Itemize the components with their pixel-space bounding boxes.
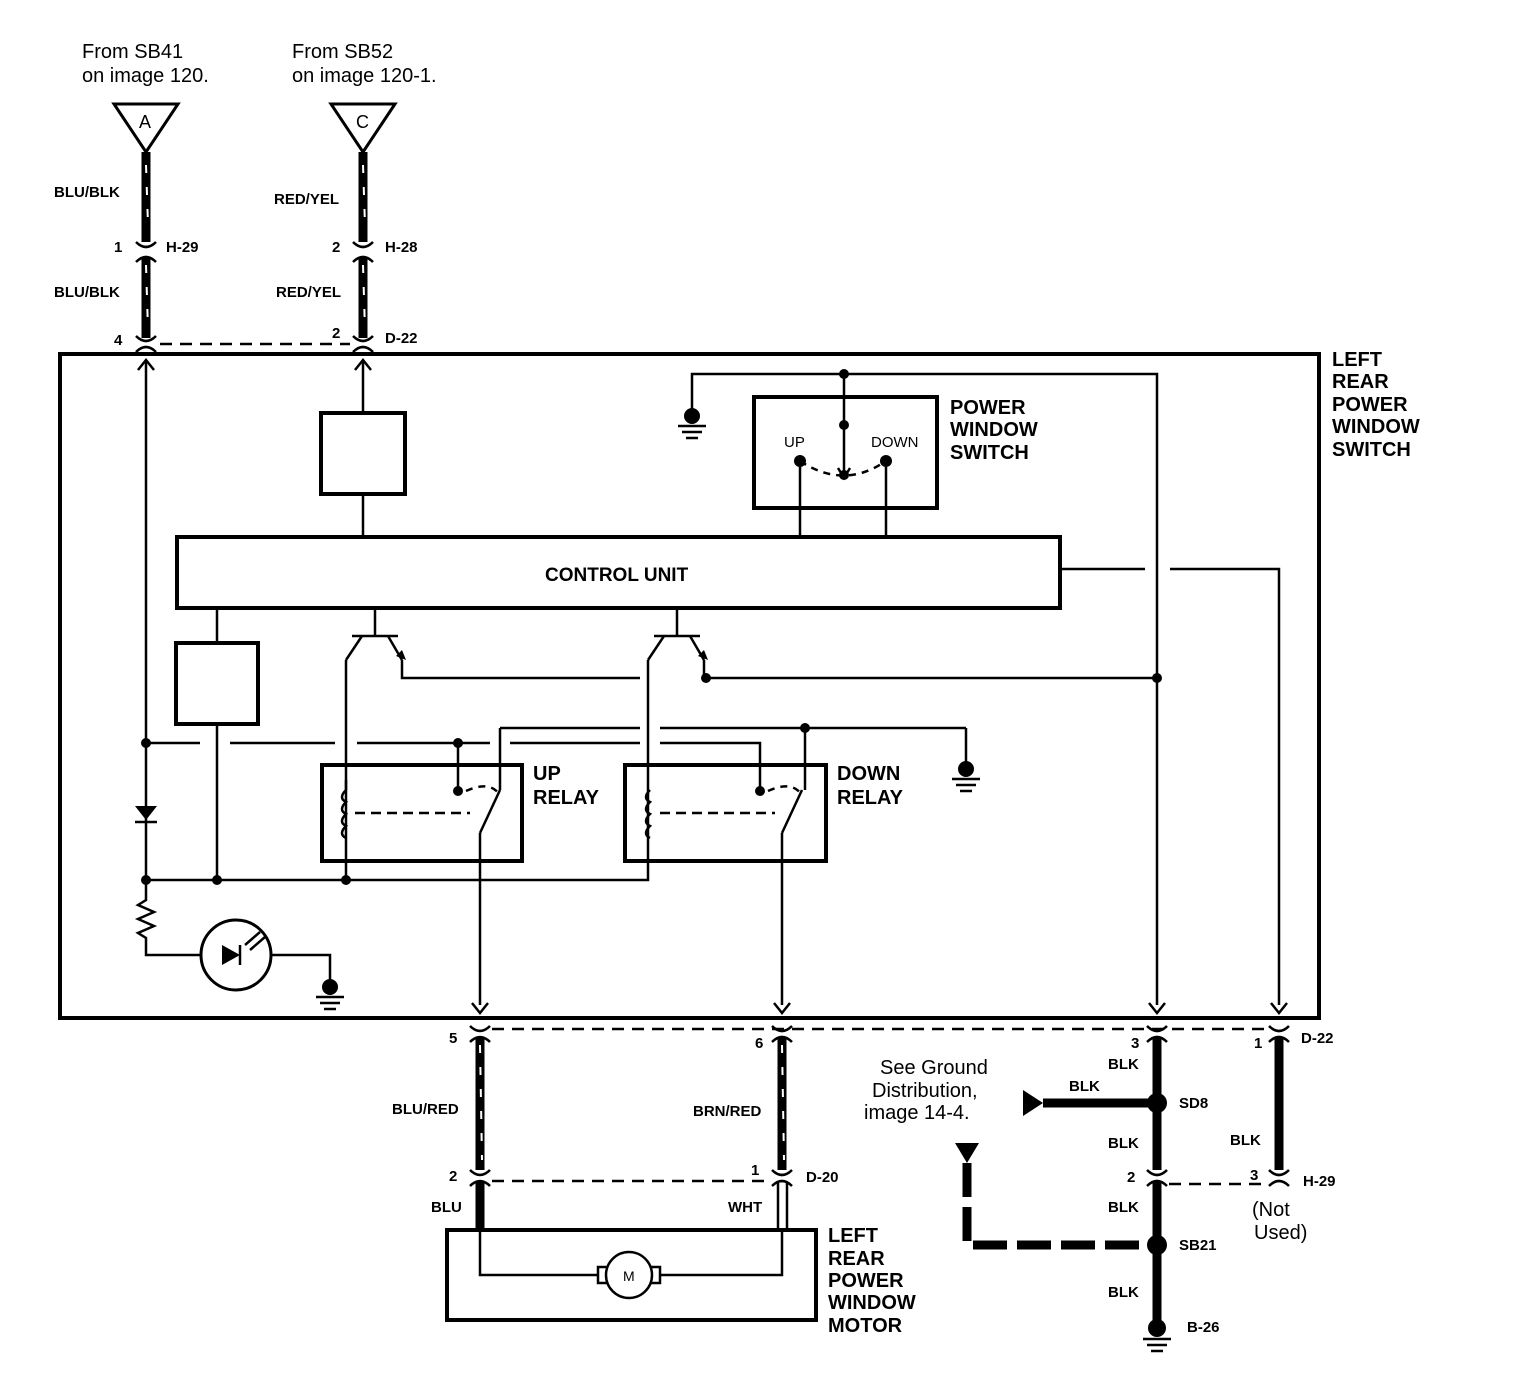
pin-d20-1: 1 — [751, 1162, 759, 1179]
pin-d22-6: 6 — [755, 1035, 763, 1052]
source-a: From SB41 on image 120. A — [82, 41, 209, 155]
svg-text:RELAY: RELAY — [533, 787, 600, 809]
svg-text:SWITCH: SWITCH — [1332, 439, 1411, 461]
pin-d22-1: 1 — [1254, 1035, 1262, 1052]
down-relay-label: DOWN RELAY — [837, 763, 904, 809]
power-window-switch-label: POWER WINDOW SWITCH — [950, 397, 1038, 464]
svg-text:Used): Used) — [1254, 1222, 1307, 1244]
up-relay — [320, 763, 524, 863]
switch-assembly-box — [58, 352, 1321, 1020]
up-relay-label: UP RELAY — [533, 763, 600, 809]
source-c-line1: From SB52 — [292, 41, 393, 63]
ground-b26: B-26 — [1187, 1319, 1220, 1336]
svg-text:REAR: REAR — [828, 1248, 885, 1270]
svg-text:See Ground: See Ground — [880, 1057, 988, 1079]
wire-label-c-upper: RED/YEL — [274, 191, 339, 208]
ground-reference-note: See Ground Distribution, image 14-4. — [864, 1057, 988, 1124]
svg-text:WINDOW: WINDOW — [1332, 416, 1420, 438]
svg-text:MOTOR: MOTOR — [828, 1315, 903, 1337]
pin-d22-5: 5 — [449, 1030, 457, 1047]
ground-wiring — [955, 1025, 1290, 1353]
source-c: From SB52 on image 120-1. C — [292, 41, 437, 155]
pin-h29-a: 1 — [114, 239, 122, 256]
svg-text:RELAY: RELAY — [837, 787, 904, 809]
svg-text:REAR: REAR — [1332, 371, 1389, 393]
connector-h29-bottom: H-29 — [1303, 1173, 1336, 1190]
pin-d22-3: 3 — [1131, 1035, 1139, 1052]
not-used-note: (Not Used) — [1252, 1199, 1307, 1244]
wire-label-gnd-mid: BLK — [1108, 1135, 1139, 1152]
connector-d22-bottom: D-22 — [1301, 1030, 1334, 1047]
pin-d22-c: 2 — [332, 325, 340, 342]
pin-d20-2: 2 — [449, 1168, 457, 1185]
pin-h29-b3: 3 — [1250, 1167, 1258, 1184]
switch-down-label: DOWN — [871, 434, 919, 451]
svg-text:DOWN: DOWN — [837, 763, 900, 785]
wire-label-motor-left: BLU/RED — [392, 1101, 459, 1118]
source-a-line2: on image 120. — [82, 65, 209, 87]
svg-text:WINDOW: WINDOW — [950, 419, 1038, 441]
svg-text:LEFT: LEFT — [1332, 349, 1382, 371]
svg-text:UP: UP — [533, 763, 561, 785]
svg-text:POWER: POWER — [828, 1270, 904, 1292]
pin-h29-b2: 2 — [1127, 1169, 1135, 1186]
wire-label-motor-right-short: WHT — [728, 1199, 762, 1216]
backlight-module-box — [174, 641, 260, 726]
wire-label-motor-left-short: BLU — [431, 1199, 462, 1216]
switch-up-label: UP — [784, 434, 805, 451]
source-a-line1: From SB41 — [82, 41, 183, 63]
internal-wiring — [134, 357, 1288, 1016]
wire-label-gnd-top: BLK — [1108, 1056, 1139, 1073]
motor-wiring — [445, 1025, 818, 1322]
motor-label: LEFT REAR POWER WINDOW MOTOR — [828, 1225, 916, 1337]
motor-symbol: M — [623, 1268, 635, 1284]
down-relay — [623, 763, 828, 863]
motor-box — [445, 1228, 818, 1322]
connector-h28: H-28 — [385, 239, 418, 256]
svg-text:Distribution,: Distribution, — [872, 1080, 978, 1102]
control-unit-label: CONTROL UNIT — [545, 565, 689, 586]
wire-a — [135, 152, 157, 353]
svg-text:LEFT: LEFT — [828, 1225, 878, 1247]
wire-label-c-lower: RED/YEL — [276, 284, 341, 301]
wire-label-a-lower: BLU/BLK — [54, 284, 120, 301]
pin-h28-c: 2 — [332, 239, 340, 256]
svg-text:POWER: POWER — [1332, 394, 1408, 416]
wire-c — [352, 152, 374, 353]
splice-sb21: SB21 — [1179, 1237, 1217, 1254]
wire-label-h29: BLK — [1230, 1132, 1261, 1149]
svg-text:image 14-4.: image 14-4. — [864, 1102, 970, 1124]
power-window-switch — [752, 395, 939, 510]
source-c-line2: on image 120-1. — [292, 65, 437, 87]
connector-c-triangle — [328, 102, 398, 155]
wire-label-gnd-feed: BLK — [1069, 1078, 1100, 1095]
svg-text:POWER: POWER — [950, 397, 1026, 419]
connector-c-letter: C — [356, 112, 369, 132]
connector-d20: D-20 — [806, 1169, 839, 1186]
wire-label-gnd-lower: BLK — [1108, 1199, 1139, 1216]
wire-label-a-upper: BLU/BLK — [54, 184, 120, 201]
connector-d22-top: D-22 — [385, 330, 418, 347]
wire-label-gnd-bottom: BLK — [1108, 1284, 1139, 1301]
switch-assembly-label: LEFT REAR POWER WINDOW SWITCH — [1332, 349, 1420, 461]
pin-d22-a: 4 — [114, 332, 123, 349]
svg-text:(Not: (Not — [1252, 1199, 1290, 1221]
svg-text:SWITCH: SWITCH — [950, 442, 1029, 464]
splice-sd8: SD8 — [1179, 1095, 1208, 1112]
regulator-box — [319, 411, 407, 496]
control-unit — [175, 535, 1062, 610]
svg-text:WINDOW: WINDOW — [828, 1292, 916, 1314]
connector-a-triangle — [111, 102, 181, 155]
wire-label-motor-right: BRN/RED — [693, 1103, 762, 1120]
connector-a-letter: A — [139, 112, 151, 132]
connector-h29: H-29 — [166, 239, 199, 256]
